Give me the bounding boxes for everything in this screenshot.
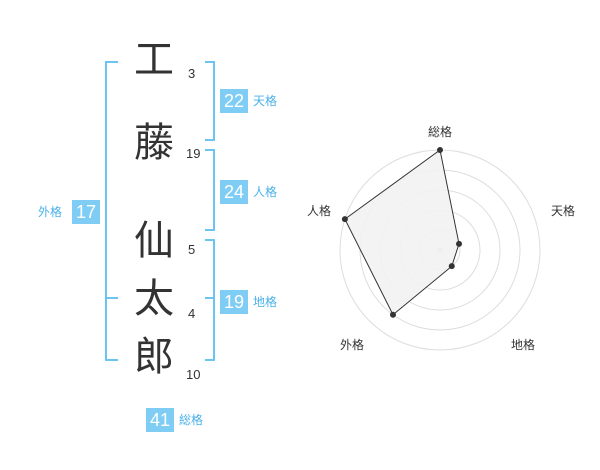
stroke-count-2: 19 <box>186 146 201 161</box>
gaikaku-bracket <box>105 61 118 361</box>
gaikaku-label: 外格 <box>38 205 63 219</box>
jinkaku-bracket <box>205 149 215 231</box>
radar-point-1 <box>437 147 443 153</box>
radar-point-3 <box>448 263 455 270</box>
name-char-4: 太 <box>134 276 174 322</box>
stroke-count-4: 4 <box>188 306 196 321</box>
tenkaku-value: 22 <box>220 89 248 113</box>
name-char-2: 藤 <box>134 120 174 166</box>
chikaku-value: 19 <box>220 290 248 314</box>
jinkaku-label: 人格 <box>253 185 278 199</box>
radar-area <box>344 149 460 316</box>
radar-point-2 <box>456 240 463 247</box>
gaikaku-value: 17 <box>72 200 100 224</box>
radar-point-4 <box>389 311 396 318</box>
chikaku-bracket <box>205 239 215 361</box>
tenkaku-bracket <box>205 61 215 141</box>
stroke-count-3: 5 <box>188 242 196 257</box>
radar-label-gaikaku: 外格 <box>340 338 365 352</box>
radar-label-tenkaku: 天格 <box>551 204 576 218</box>
name-char-5: 郎 <box>134 334 174 380</box>
jinkaku-value: 24 <box>220 180 248 204</box>
soukaku-value: 41 <box>146 408 174 432</box>
radar-point-5 <box>341 216 348 223</box>
radar-label-jinkaku: 人格 <box>307 204 332 218</box>
name-char-3: 仙 <box>134 218 174 264</box>
radar-label-chikaku: 地格 <box>511 338 536 352</box>
name-char-1: 工 <box>134 37 174 83</box>
stroke-count-1: 3 <box>188 66 196 81</box>
radar-points <box>341 147 463 318</box>
tenkaku-label: 天格 <box>253 94 278 108</box>
radar-label-soukaku: 総格 <box>428 125 453 139</box>
stroke-count-5: 10 <box>186 367 201 382</box>
soukaku-label: 総格 <box>179 413 204 427</box>
chikaku-label: 地格 <box>253 295 278 309</box>
